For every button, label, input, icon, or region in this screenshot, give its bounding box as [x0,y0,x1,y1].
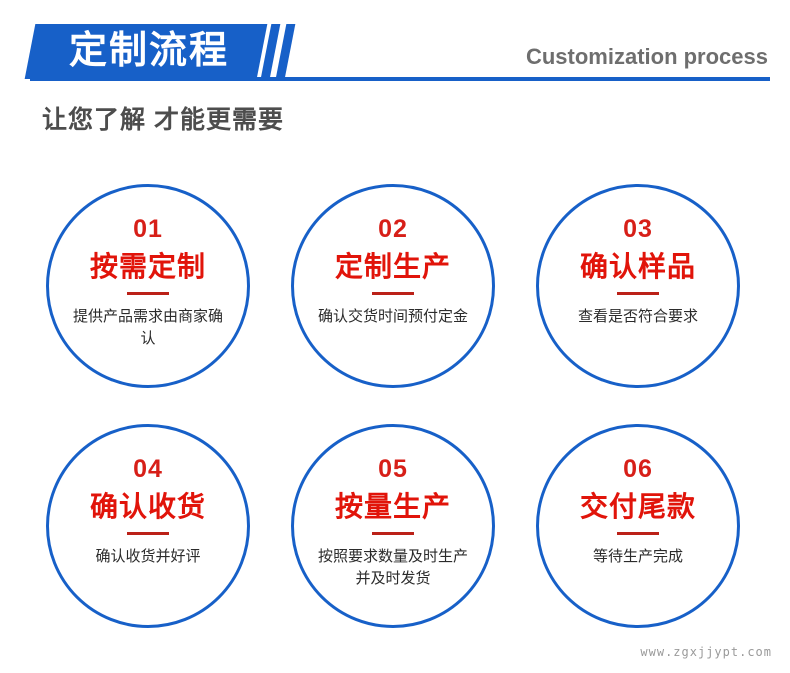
step-number: 05 [378,455,408,483]
header-english-title: Customization process [525,44,768,69]
step-title: 按量生产 [334,491,451,522]
banner-title: 定制流程 [68,30,229,72]
step-description: 等待生产完成 [592,547,683,565]
process-step-06: 06 交付尾款 等待生产完成 [536,424,740,628]
step-number: 03 [623,215,653,243]
step-description: 提供产品需求由商家确认 [73,307,224,347]
step-divider [372,531,414,535]
step-divider [127,291,169,295]
step-description: 查看是否符合要求 [577,307,698,325]
process-step-03: 03 确认样品 查看是否符合要求 [536,184,740,388]
step-number: 06 [623,455,653,483]
process-step-02: 02 定制生产 确认交货时间预付定金 [291,184,495,388]
step-description: 确认收货并好评 [95,547,201,565]
step-description: 按照要求数量及时生产并及时发货 [318,547,469,587]
step-number: 02 [378,215,408,243]
process-step-01: 01 按需定制 提供产品需求由商家确认 [46,184,250,388]
step-divider [127,531,169,535]
process-steps-grid: 01 按需定制 提供产品需求由商家确认 02 定制生产 确认交货时间预付定金 0… [0,178,790,638]
step-title: 定制生产 [334,251,451,282]
step-divider [372,291,414,295]
step-title: 交付尾款 [579,491,696,522]
site-watermark: www.zgxjjypt.com [640,645,772,659]
header-underline [30,77,770,81]
step-title: 确认收货 [89,491,206,522]
step-number: 01 [133,215,163,243]
step-divider [617,291,659,295]
step-divider [617,531,659,535]
page-subtitle: 让您了解 才能更需要 [42,106,284,134]
process-step-05: 05 按量生产 按照要求数量及时生产并及时发货 [291,424,495,628]
process-step-04: 04 确认收货 确认收货并好评 [46,424,250,628]
step-description: 确认交货时间预付定金 [318,307,469,325]
page-header: 定制流程 Customization process [0,0,790,92]
step-title: 按需定制 [89,251,206,282]
step-title: 确认样品 [579,251,696,282]
step-number: 04 [133,455,163,483]
